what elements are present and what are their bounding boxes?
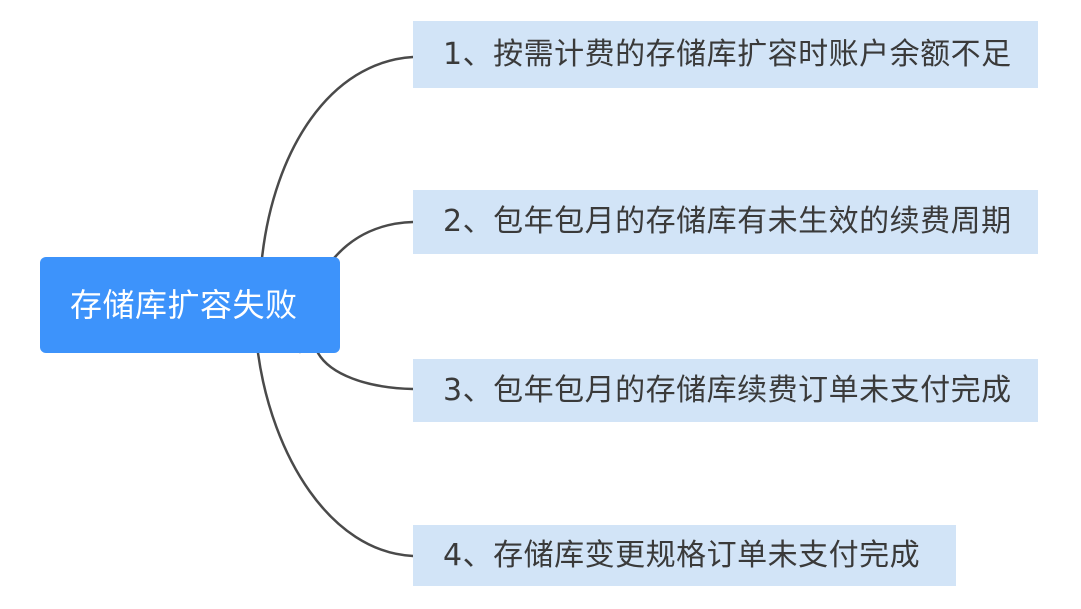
child-node-3-label: 3、包年包月的存储库续费订单未支付完成	[443, 372, 1012, 408]
connector-root-to-child-3	[316, 351, 415, 391]
root-node-label: 存储库扩容失败	[70, 286, 298, 324]
connector-root-to-child-1	[260, 55, 415, 260]
child-node-2[interactable]: 2、包年包月的存储库有未生效的续费周期	[413, 190, 1038, 254]
child-node-2-label: 2、包年包月的存储库有未生效的续费周期	[443, 204, 1012, 239]
child-node-1[interactable]: 1、按需计费的存储库扩容时账户余额不足	[413, 21, 1038, 88]
child-node-3[interactable]: 3、包年包月的存储库续费订单未支付完成	[413, 359, 1038, 422]
child-node-1-label: 1、按需计费的存储库扩容时账户余额不足	[443, 36, 1012, 72]
child-node-4[interactable]: 4、存储库变更规格订单未支付完成	[413, 525, 956, 586]
connector-root-to-child-4	[256, 351, 415, 558]
child-node-4-label: 4、存储库变更规格订单未支付完成	[443, 537, 921, 573]
root-node[interactable]: 存储库扩容失败	[40, 257, 340, 353]
